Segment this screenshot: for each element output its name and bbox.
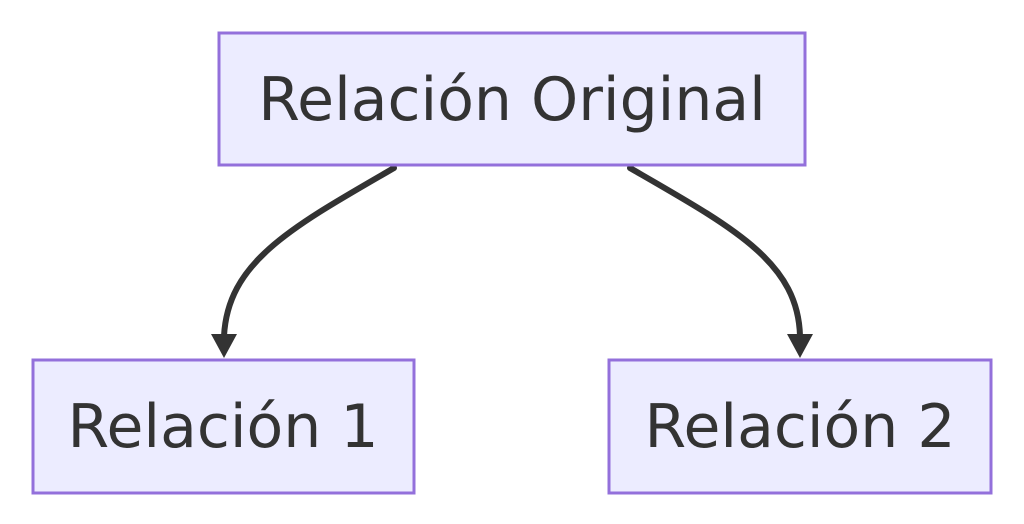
arrow-head-right (787, 334, 813, 358)
edge-root-to-left (221, 165, 397, 339)
node-label-root: Relación Original (258, 65, 766, 135)
node-box-root (217, 31, 807, 167)
node-relacion-2[interactable]: Relación 2 (607, 358, 993, 495)
node-box-left (31, 358, 416, 495)
node-relacion-1[interactable]: Relación 1 (31, 358, 416, 495)
node-label-right: Relación 2 (645, 392, 956, 462)
node-label-left: Relación 1 (68, 392, 379, 462)
arrow-head-left (211, 334, 237, 358)
edges (211, 165, 813, 358)
node-relacion-original[interactable]: Relación Original (217, 31, 807, 167)
node-box-right (607, 358, 993, 495)
edge-root-to-right (627, 165, 803, 339)
